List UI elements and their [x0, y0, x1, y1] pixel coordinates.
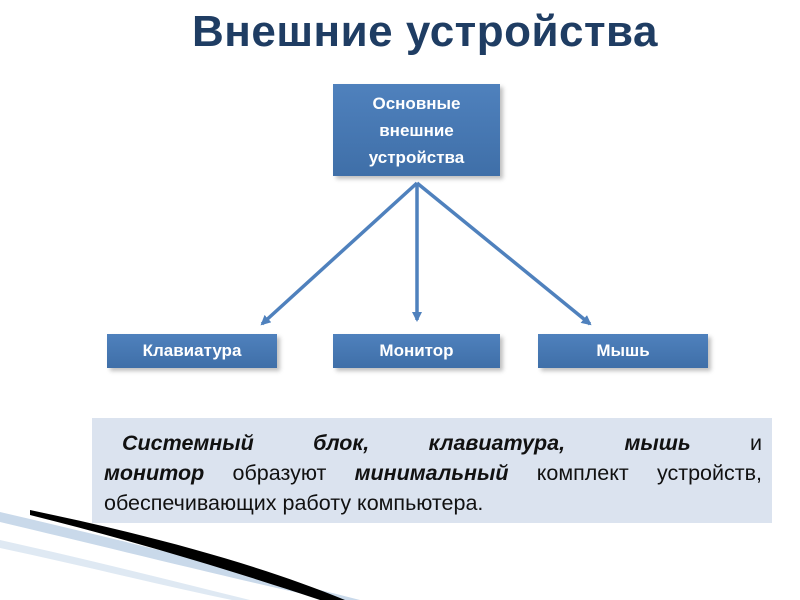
node-monitor: Монитор: [333, 334, 500, 368]
root-node-main-devices: Основные внешние устройства: [333, 84, 500, 176]
node-mouse: Мышь: [538, 334, 708, 368]
note-bold-devices: Системный блок, клавиатура, мышь: [122, 431, 691, 455]
arrow-to-keyboard: [260, 181, 419, 326]
note-paragraph: Системный блок, клавиатура, мышь и монит…: [92, 418, 772, 523]
note-bold-monitor: монитор: [104, 461, 205, 485]
root-node-line-2: внешние: [379, 120, 454, 140]
note-text-and: и: [690, 431, 763, 455]
slide-title: Внешние устройства: [192, 7, 658, 56]
note-text-form: образуют: [204, 461, 355, 485]
arrow-to-mouse: [415, 181, 592, 326]
root-node-line-3: устройства: [368, 147, 465, 167]
note-text-rest: комплект устройств, обеспечивающих работ…: [104, 461, 762, 515]
note-bold-minimal: минимальный: [354, 461, 509, 485]
node-keyboard: Клавиатура: [107, 334, 277, 368]
root-node-line-1: Основные: [372, 93, 461, 113]
